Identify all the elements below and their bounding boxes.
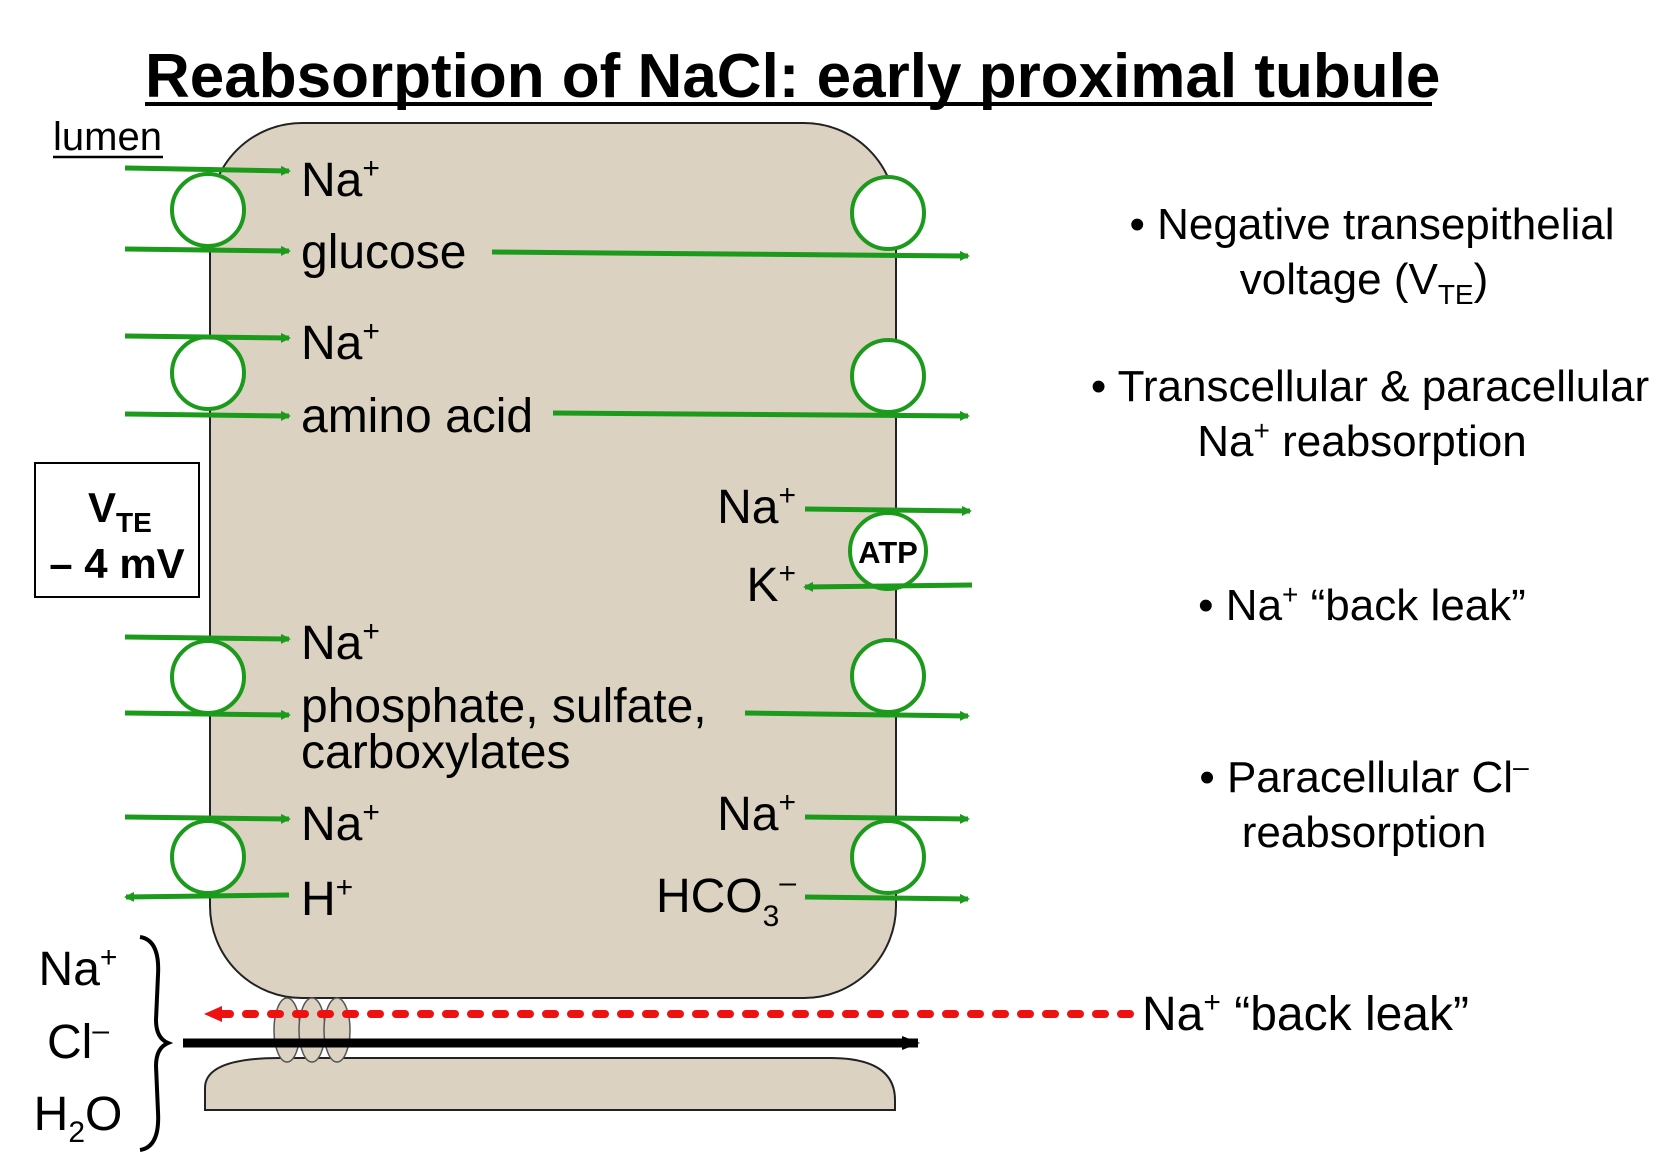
bullet-2-line-1: • Transcellular & paracellular xyxy=(1091,362,1649,411)
page-title: Reabsorption of NaCl: early proximal tub… xyxy=(145,42,1440,111)
nhe-exchanger xyxy=(170,819,246,895)
vte-value: – 4 mV xyxy=(49,540,184,587)
lumen-label: lumen xyxy=(53,115,162,159)
carboxylates-label: carboxylates xyxy=(301,726,570,779)
cl-label: Cl– xyxy=(47,1014,109,1069)
vte-label: VTE xyxy=(88,484,152,538)
nbce-cotransporter xyxy=(850,819,926,895)
tight-junction xyxy=(273,997,351,1063)
bullet-1-line-2: voltage (VTE) xyxy=(1240,255,1489,310)
apical-ion-labels: Na+ glucose Na+ amino acid Na+ phosphate… xyxy=(301,152,707,926)
na-k-atpase xyxy=(848,511,928,591)
bullet-4-line-2: reabsorption xyxy=(1242,808,1487,857)
bullet-3: • Na+ “back leak” xyxy=(1198,579,1526,630)
na-label: Na+ xyxy=(301,152,380,207)
na-label: Na+ xyxy=(717,479,796,534)
amino-acid-label: amino acid xyxy=(301,390,533,443)
na-label: Na+ xyxy=(39,941,118,996)
glucose-label: glucose xyxy=(301,226,466,279)
bullet-4-line-1: • Paracellular Cl– xyxy=(1199,751,1529,802)
na-label: Na+ xyxy=(301,796,380,851)
k-label: K+ xyxy=(746,557,796,612)
basolateral-transporters xyxy=(848,175,928,895)
h2o-label: H2O xyxy=(34,1088,123,1149)
hco3-label: HCO3– xyxy=(656,866,796,933)
bullet-1-line-1: • Negative transepithelial xyxy=(1129,200,1614,249)
back-leak-label: Na+ “back leak” xyxy=(1142,986,1469,1041)
na-label: Na+ xyxy=(301,315,380,370)
anion-transporter xyxy=(850,638,926,714)
adjacent-cell xyxy=(204,1057,896,1111)
na-label: Na+ xyxy=(717,786,796,841)
sglt-transporter xyxy=(170,172,246,248)
h-label: H+ xyxy=(301,871,353,926)
na-phosphate-transporter xyxy=(170,639,246,715)
na-label: Na+ xyxy=(301,615,380,670)
paracellular-solutes: Na+ Cl– H2O xyxy=(34,941,123,1149)
atp-label: ATP xyxy=(858,535,918,570)
flux-arrows xyxy=(124,165,973,904)
glut-transporter xyxy=(850,175,926,251)
amino-acid-transporter xyxy=(850,338,926,414)
vte-box xyxy=(34,462,200,598)
curly-brace xyxy=(139,935,174,1152)
key-points: • Negative transepithelial voltage (VTE)… xyxy=(1091,200,1649,857)
apical-transporters xyxy=(170,172,246,895)
basolateral-ion-labels: Na+ K+ Na+ HCO3– xyxy=(656,479,796,933)
na-amino-acid-transporter xyxy=(170,335,246,411)
bullet-2-line-2: Na+ reabsorption xyxy=(1197,415,1526,466)
phosphate-label: phosphate, sulfate, xyxy=(301,680,707,733)
